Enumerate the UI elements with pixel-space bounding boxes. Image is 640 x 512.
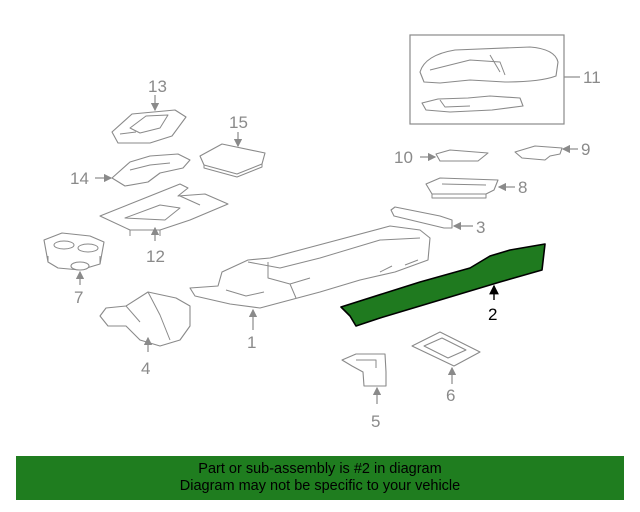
notice-line-1: Part or sub-assembly is #2 in diagram [198, 461, 442, 477]
callout-1: 1 [247, 333, 256, 352]
callout-4: 4 [141, 359, 150, 378]
part-15-storage-pad[interactable] [199, 143, 266, 178]
part-11-armrest-inset[interactable] [409, 34, 565, 125]
part-7-cupholder[interactable] [43, 232, 105, 271]
part-12-console-plate[interactable] [99, 183, 229, 236]
part-14-trim-panel[interactable] [111, 153, 191, 187]
part-4-end-cap[interactable] [99, 291, 191, 347]
callout-10: 10 [394, 148, 413, 167]
part-6-tray[interactable] [411, 331, 481, 367]
notice-line-2: Diagram may not be specific to your vehi… [179, 478, 461, 494]
diagram-notice-banner: Part or sub-assembly is #2 in diagram Di… [16, 456, 624, 500]
part-10-insert[interactable] [435, 149, 489, 162]
callout-5: 5 [371, 412, 380, 431]
callout-3: 3 [476, 218, 485, 237]
part-2-side-panel-highlighted[interactable] [340, 243, 546, 327]
callout-2: 2 [488, 305, 497, 324]
callout-9: 9 [581, 140, 590, 159]
part-1-console-base[interactable] [189, 225, 431, 309]
part-9-clip[interactable] [514, 145, 563, 161]
callout-12: 12 [146, 247, 165, 266]
callout-15: 15 [229, 113, 248, 132]
callout-14: 14 [70, 169, 89, 188]
exploded-parts-diagram: 11 13 15 14 12 7 10 [43, 34, 601, 431]
part-8-bin[interactable] [425, 177, 499, 199]
callout-11: 11 [583, 68, 601, 87]
callout-8: 8 [518, 178, 527, 197]
armrest-lid [419, 46, 559, 84]
armrest-base [421, 95, 524, 113]
callout-13: 13 [148, 77, 167, 96]
callout-6: 6 [446, 386, 455, 405]
callout-7: 7 [74, 288, 83, 307]
part-13-shifter-bezel[interactable] [111, 109, 187, 144]
part-3-side-trim[interactable] [390, 206, 453, 229]
part-5-bracket[interactable] [341, 353, 387, 387]
